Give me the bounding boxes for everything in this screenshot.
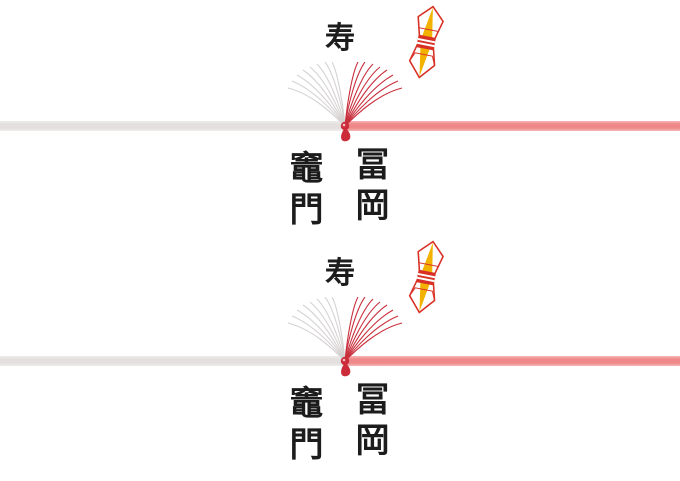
- noshi-section-2: 寿: [0, 235, 680, 481]
- ribbon-band-right: [345, 356, 680, 366]
- name-right: 冨岡: [349, 146, 389, 228]
- kotobuki-text: 寿: [325, 21, 355, 56]
- mizuhiki-bow-icon: [287, 297, 403, 377]
- noshi-section-1: 寿: [0, 5, 680, 232]
- noshi-ornament-icon: [408, 240, 444, 314]
- mizuhiki-bow-icon: [287, 62, 403, 142]
- name-left: 竈門: [283, 150, 323, 232]
- name-left: 竈門: [283, 385, 323, 467]
- ribbon-band-right: [345, 121, 680, 131]
- ribbon-band-left: [0, 356, 345, 366]
- kotobuki-text: 寿: [325, 256, 355, 291]
- ribbon-band-left: [0, 121, 345, 131]
- noshi-ornament-icon: [408, 5, 444, 79]
- name-right: 冨岡: [349, 381, 389, 463]
